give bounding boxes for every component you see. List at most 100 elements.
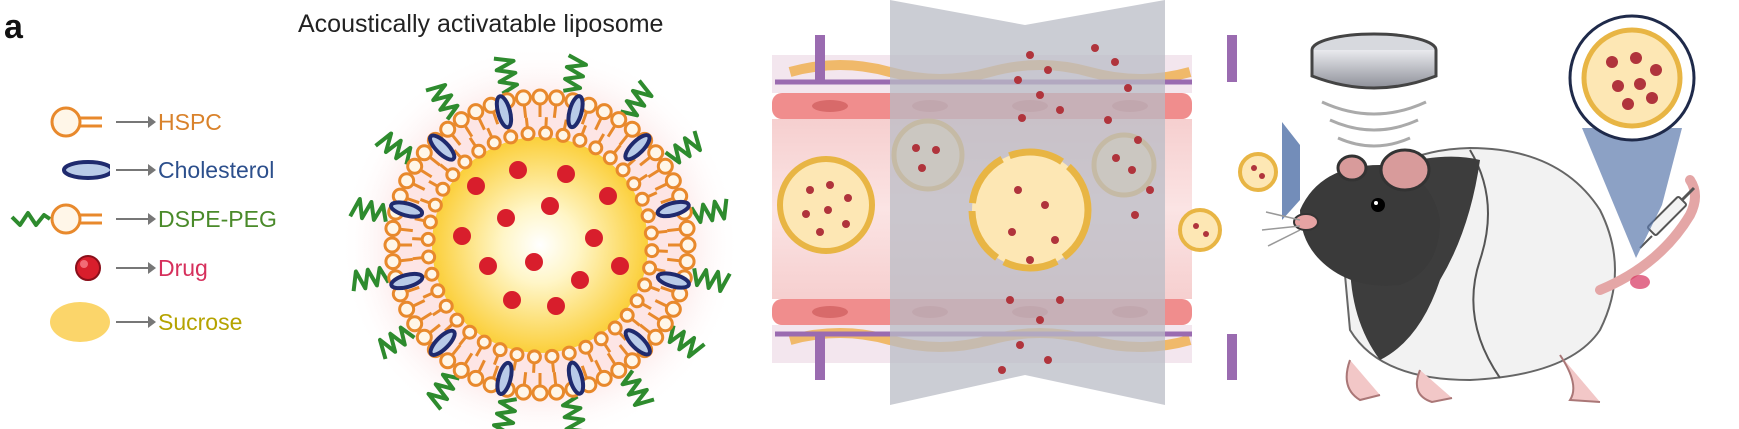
cholesterol-molecule xyxy=(566,94,585,130)
cholesterol-molecule xyxy=(428,328,457,357)
lipid-head xyxy=(503,129,519,145)
syringe-icon xyxy=(1639,186,1696,249)
peg-chain xyxy=(561,394,586,429)
cholesterol-molecule xyxy=(428,133,457,162)
arrow-right-icon xyxy=(116,164,156,176)
lipid-head xyxy=(531,384,549,402)
lipid-head xyxy=(514,89,532,107)
lipid-head xyxy=(643,225,659,241)
peg-chain xyxy=(667,325,706,359)
lipid-head xyxy=(476,334,492,350)
lipid-head xyxy=(623,352,641,370)
lipid-head xyxy=(678,253,696,271)
lipid-head xyxy=(555,127,571,143)
drug-molecule xyxy=(599,187,617,205)
disrupted-liposome xyxy=(968,148,1092,272)
lipid-head xyxy=(449,312,465,328)
rat-ear xyxy=(1379,148,1431,192)
lipid-head xyxy=(626,176,642,192)
lipid-head xyxy=(452,111,470,129)
lipid-head xyxy=(439,120,457,138)
rat-scene xyxy=(1261,14,1700,404)
lipid-head xyxy=(462,324,478,340)
peg-chain xyxy=(374,131,413,165)
lipid-head xyxy=(471,143,487,159)
drug-molecule xyxy=(467,177,485,195)
released-drug xyxy=(998,44,1154,374)
cholesterol-molecule xyxy=(623,133,652,162)
lipid-head xyxy=(644,243,660,259)
peg-chain xyxy=(426,372,460,411)
lipid-head xyxy=(656,157,674,175)
lipid-head xyxy=(421,249,437,265)
liposome-core xyxy=(432,137,648,353)
legend-item-dspe-peg: DSPE-PEG xyxy=(10,199,277,239)
lipid-head xyxy=(415,328,433,346)
panel-title: Acoustically activatable liposome xyxy=(298,10,664,38)
rat-paw xyxy=(1345,359,1381,402)
drug-molecule xyxy=(453,227,471,245)
lipid-head xyxy=(634,191,650,207)
rat-nose xyxy=(1293,213,1319,231)
peg-chain xyxy=(562,53,588,93)
arrow-right-icon xyxy=(116,262,156,274)
drug-molecule xyxy=(497,209,515,227)
cholesterol-molecule xyxy=(655,199,691,219)
lipid-head xyxy=(664,300,682,318)
lipid-head xyxy=(548,89,566,107)
lipid-head xyxy=(610,111,628,129)
drug-icon xyxy=(75,255,101,281)
peg-chain xyxy=(348,197,388,223)
ultrasound-wave-icon xyxy=(1321,100,1427,116)
cholesterol-molecule xyxy=(566,360,586,396)
rat-tail xyxy=(1595,175,1700,295)
lipid-head xyxy=(398,172,416,190)
legend-item-cholesterol: Cholesterol xyxy=(10,150,274,190)
zoom-cone xyxy=(1582,128,1682,258)
lipid-head xyxy=(406,315,424,333)
lipid-head xyxy=(420,231,436,247)
peg-chain xyxy=(492,397,518,429)
lipid-head xyxy=(548,383,566,401)
peg-chain xyxy=(378,325,416,360)
lipid-head xyxy=(492,342,508,358)
drug-molecule xyxy=(585,229,603,247)
drug-molecule xyxy=(571,271,589,289)
legend-label-sucrose: Sucrose xyxy=(158,308,243,335)
lipid-head xyxy=(647,144,665,162)
lipid-head xyxy=(430,283,446,299)
legend-label-drug: Drug xyxy=(158,254,208,281)
lipid-head xyxy=(640,208,656,224)
lipid-head xyxy=(642,260,658,276)
peg-chain xyxy=(692,267,732,293)
phospholipid-icon xyxy=(50,106,102,138)
peg-chains xyxy=(348,53,732,429)
arrow-right-icon xyxy=(116,213,156,225)
peg-chain xyxy=(425,83,460,121)
rat-head xyxy=(1300,165,1440,286)
drug-molecule xyxy=(541,197,559,215)
cholesterol-molecules xyxy=(389,94,691,396)
lipid-head xyxy=(438,298,454,314)
peg-chain xyxy=(620,79,654,118)
lipid-head xyxy=(526,349,542,365)
lipid-head xyxy=(427,197,443,213)
lipid-head xyxy=(607,320,623,336)
lipid-head xyxy=(595,369,613,387)
lipid-head xyxy=(647,328,665,346)
encapsulated-drug xyxy=(453,161,629,315)
lipid-head xyxy=(452,361,470,379)
peg-lipid-icon xyxy=(10,203,102,235)
legend-item-hspc: HSPC xyxy=(10,102,222,142)
legend-item-sucrose: Sucrose xyxy=(10,302,242,342)
cholesterol-molecule xyxy=(494,94,514,130)
peg-chain xyxy=(351,266,391,292)
lipid-head xyxy=(679,236,697,254)
lipid-head xyxy=(629,293,645,309)
lipid-head xyxy=(467,369,485,387)
drug-molecule xyxy=(525,253,543,271)
lipid-head xyxy=(384,219,402,237)
rat-eye xyxy=(1371,198,1385,212)
legend-label-cholesterol: Cholesterol xyxy=(158,156,275,183)
lipid-head xyxy=(588,140,604,156)
